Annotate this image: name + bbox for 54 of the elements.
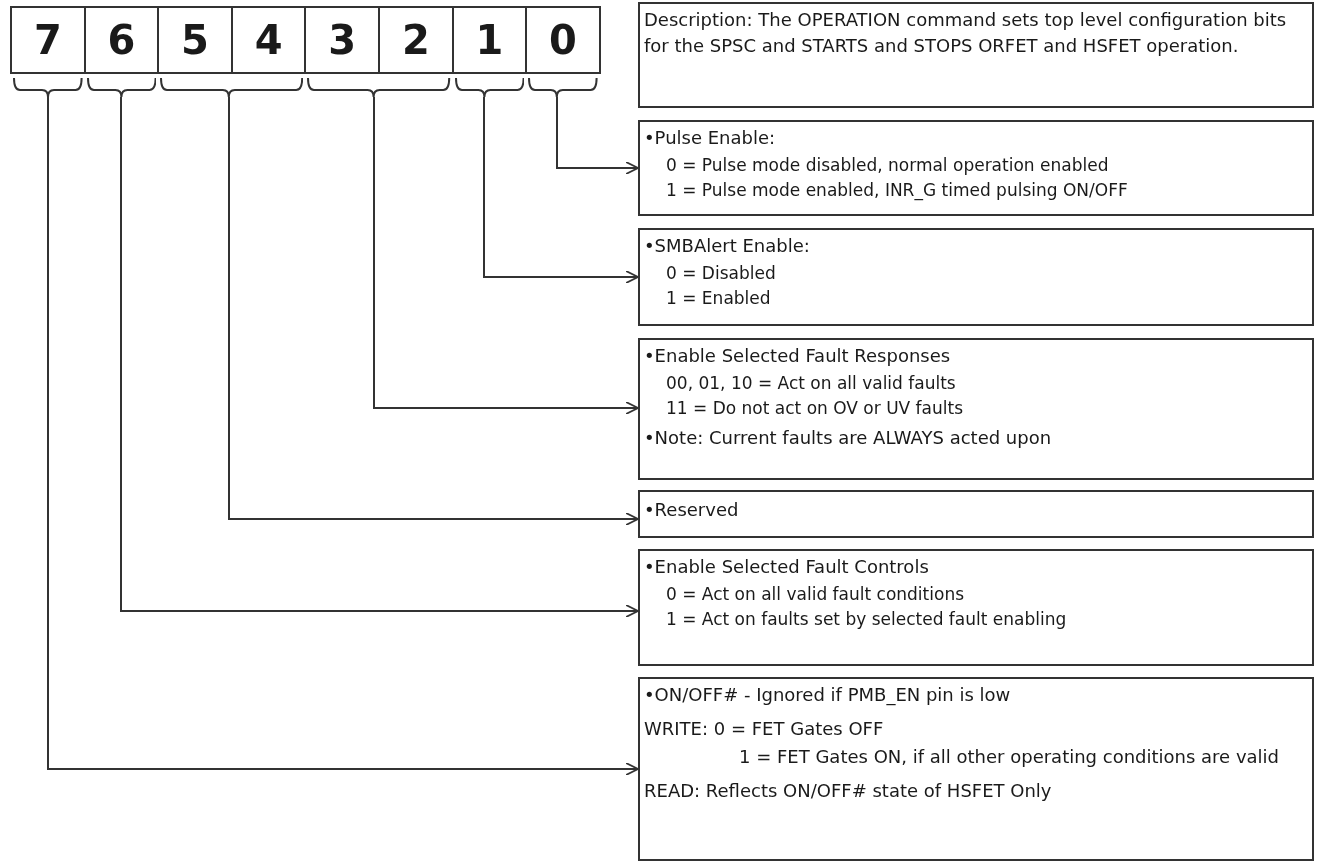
bit-cell	[157, 6, 233, 74]
bracket	[528, 77, 598, 97]
value-text: 1 = Pulse mode enabled, INR_G timed pulsing ON/OFF	[665, 179, 1129, 203]
value-text: 1 = FET Gates ON, if all other operating conditions are valid	[738, 745, 1281, 769]
description-box	[638, 490, 1314, 538]
value-text: READ: Reflects ON/OFF# state of HSFET Only	[644, 779, 1053, 803]
field-title: •ON/OFF# - Ignored if PMB_EN pin is low	[644, 683, 1012, 708]
value-text: 11 = Do not act on OV or UV faults	[665, 397, 965, 420]
description-box	[638, 677, 1314, 861]
arrow	[556, 96, 639, 175]
field-title: •Reserved	[644, 498, 740, 522]
description-box	[638, 120, 1314, 216]
bit-number: 4	[254, 20, 283, 60]
bit-number: 2	[401, 20, 430, 60]
arrow	[47, 96, 639, 776]
bit-cell	[451, 6, 528, 74]
value-text: WRITE: 0 = FET Gates OFF	[644, 717, 885, 741]
field-title: •Enable Selected Fault Controls	[644, 555, 930, 579]
bit-number: 3	[328, 20, 357, 60]
bracket	[307, 77, 451, 97]
bit-number: 6	[107, 20, 136, 60]
field-title: •SMBAlert Enable:	[644, 234, 811, 258]
bit-number: 1	[475, 20, 504, 60]
value-text: 00, 01, 10 = Act on all valid faults	[665, 372, 957, 395]
value-text: 0 = Act on all valid fault conditions	[665, 583, 965, 606]
arrow	[373, 96, 639, 415]
field-title: •Enable Selected Fault Responses	[644, 344, 952, 368]
bit-cell	[10, 6, 86, 74]
description-box	[638, 338, 1314, 480]
arrow	[228, 96, 639, 526]
arrow	[120, 96, 639, 618]
bracket	[86, 77, 157, 97]
value-text: 0 = Disabled	[665, 262, 777, 285]
bit-cell	[378, 6, 454, 74]
description-box	[638, 228, 1314, 326]
bit-number: 0	[549, 20, 577, 60]
bit-cell	[525, 6, 601, 74]
value-text: 1 = Act on faults set by selected fault enabling	[665, 608, 1068, 631]
bit-number: 7	[33, 20, 62, 60]
bracket	[454, 77, 525, 97]
arrow	[483, 96, 639, 284]
bit-number: 5	[181, 20, 209, 60]
bracket	[160, 77, 304, 97]
bracket	[13, 77, 83, 97]
bit-cell	[230, 6, 307, 74]
note-text: •Note: Current faults are ALWAYS acted upon	[644, 426, 1053, 450]
value-text: 0 = Pulse mode disabled, normal operation enabled	[665, 154, 1110, 177]
value-text: 1 = Enabled	[665, 287, 772, 310]
bit-cell	[83, 6, 160, 74]
bit-cell	[304, 6, 380, 74]
field-title: •Pulse Enable:	[644, 126, 777, 150]
description-text: Description: The OPERATION command sets top level configuration bits for the SPSC and STARTS and STOPS ORFET and HSFET operation.	[644, 8, 1288, 58]
description-box	[638, 549, 1314, 666]
description-box	[638, 2, 1314, 108]
